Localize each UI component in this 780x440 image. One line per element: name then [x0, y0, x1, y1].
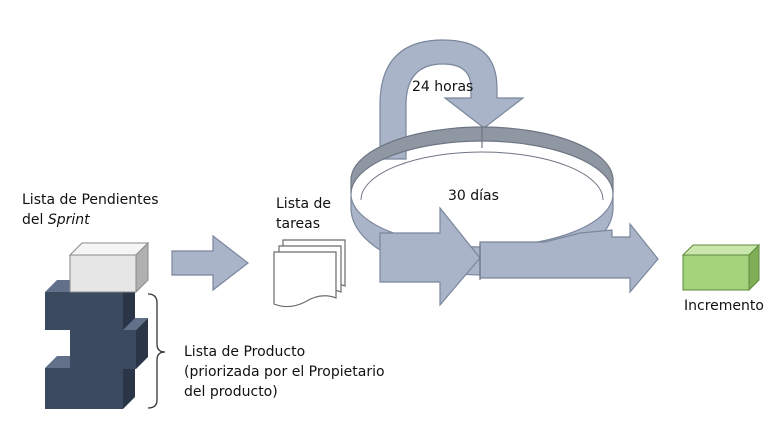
sprint-backlog-label: Lista de Pendientes del Sprint: [22, 190, 159, 230]
increment-block: [681, 243, 761, 292]
task-list-label: Lista de tareas: [276, 194, 331, 234]
product-backlog-brace: [147, 293, 166, 409]
sprint-backlog-label-line2: del Sprint: [22, 210, 159, 230]
arrow-ring-front-band: [479, 222, 659, 294]
product-backlog-label-line3: del producto): [184, 384, 278, 400]
task-list-documents: [273, 239, 346, 308]
arrow-sprint-to-increment: [379, 206, 481, 307]
product-backlog-stack: [45, 280, 148, 409]
daily-cycle-loop-arrow: [379, 39, 525, 160]
sprint-backlog-label-line1: Lista de Pendientes: [22, 192, 159, 208]
daily-cycle-label: 24 horas: [412, 79, 474, 95]
arrow-backlog-to-tasks: [171, 234, 249, 292]
product-backlog-label: Lista de Producto (priorizada por el Pro…: [184, 342, 385, 402]
sprint-backlog-label-prefix: del: [22, 212, 48, 228]
sprint-cycle-label: 30 días: [448, 188, 499, 204]
product-backlog-label-line1: Lista de Producto: [184, 344, 306, 360]
increment-label: Incremento: [684, 298, 764, 314]
sprint-backlog-block: [68, 241, 150, 294]
sprint-backlog-label-sprint: Sprint: [47, 212, 90, 228]
product-backlog-label-line2: (priorizada por el Propietario: [184, 364, 385, 380]
task-list-label-line1: Lista de: [276, 196, 332, 212]
backlog-block-bottom: [45, 356, 135, 409]
task-list-label-line2: tareas: [276, 216, 321, 232]
